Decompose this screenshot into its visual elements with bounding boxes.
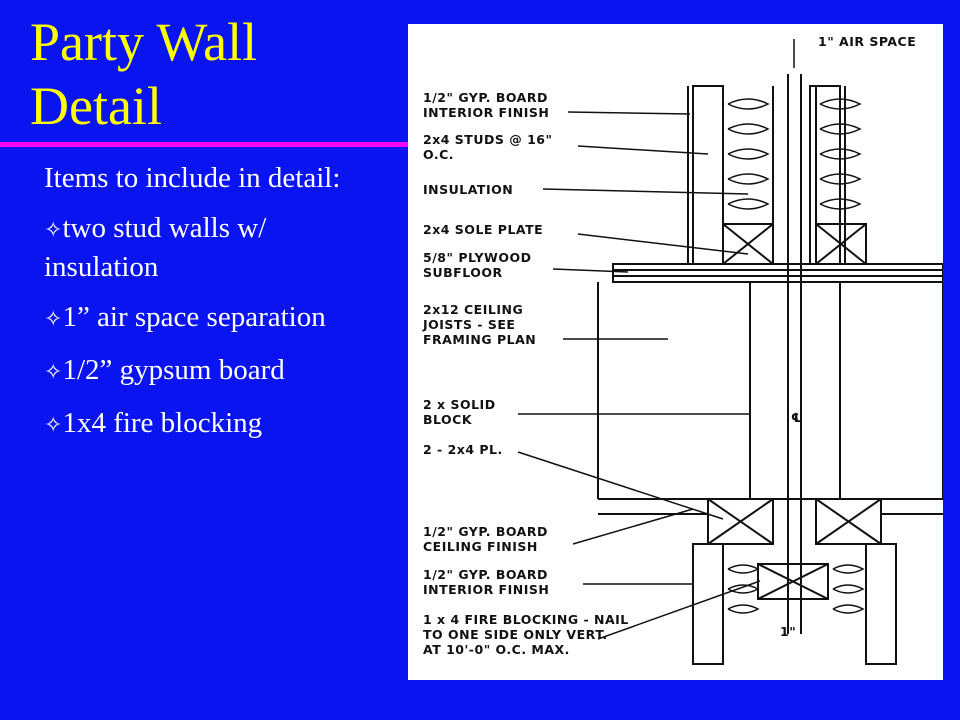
- bullet-item: ✧1/2” gypsum board: [44, 352, 364, 391]
- bullet-item: ✧two stud walls w/ insulation: [44, 210, 364, 285]
- bullet-text: 1/2” gypsum board: [62, 354, 285, 386]
- bullet-item: ✧1x4 fire blocking: [44, 405, 364, 444]
- label-studs-2: O.C.: [423, 147, 454, 162]
- centerline-symbol: ℄: [791, 410, 803, 425]
- bullet-text: 1x4 fire blocking: [62, 407, 263, 439]
- plywood-subfloor: [612, 263, 943, 283]
- label-gyp-interior-lower-2: INTERIOR FINISH: [423, 582, 549, 597]
- label-air-space-top: 1" AIR SPACE: [818, 34, 916, 49]
- title-line-1: Party Wall: [30, 12, 258, 72]
- label-gyp-ceiling-2: CEILING FINISH: [423, 539, 538, 554]
- label-fire-blocking: 1 x 4 FIRE BLOCKING - NAIL: [423, 612, 629, 627]
- label-solid-block: 2 x SOLID: [423, 397, 496, 412]
- label-plywood: 5/8" PLYWOOD: [423, 250, 531, 265]
- label-top-plate: 2 - 2x4 PL.: [423, 442, 503, 457]
- bullet-text: 1” air space separation: [62, 301, 326, 333]
- label-plywood-2: SUBFLOOR: [423, 265, 503, 280]
- left-upper-stud-wall: [692, 85, 724, 265]
- label-fire-blocking-3: AT 10'-0" O.C. MAX.: [423, 642, 570, 657]
- star-bullet-icon: ✧: [44, 360, 63, 385]
- label-gyp-interior: 1/2" GYP. BOARD: [423, 90, 548, 105]
- label-joists-3: FRAMING PLAN: [423, 332, 536, 347]
- label-studs: 2x4 STUDS @ 16": [423, 132, 552, 147]
- bullet-list: Items to include in detail: ✧two stud wa…: [44, 160, 364, 458]
- insulation-batts: [727, 98, 865, 614]
- bullet-item: ✧1” air space separation: [44, 299, 364, 338]
- label-joists-2: JOISTS - SEE: [422, 317, 515, 332]
- bullet-intro: Items to include in detail:: [44, 162, 341, 194]
- label-sole-plate: 2x4 SOLE PLATE: [423, 222, 543, 237]
- right-lower-stud-wall: [865, 543, 897, 665]
- bullet-text: two stud walls w/ insulation: [44, 212, 267, 283]
- slide-title: Party Wall Detail: [30, 10, 400, 138]
- title-line-2: Detail: [30, 76, 162, 136]
- label-gyp-interior-2: INTERIOR FINISH: [423, 105, 549, 120]
- label-solid-block-2: BLOCK: [423, 412, 473, 427]
- star-bullet-icon: ✧: [44, 218, 63, 243]
- label-joists: 2x12 CEILING: [423, 302, 523, 317]
- title-underline: [0, 142, 410, 147]
- label-insulation: INSULATION: [423, 182, 513, 197]
- leader-lines: [517, 39, 795, 640]
- label-gyp-interior-lower: 1/2" GYP. BOARD: [423, 567, 548, 582]
- label-fire-blocking-2: TO ONE SIDE ONLY VERT.: [423, 627, 608, 642]
- party-wall-section-svg: 1" AIR SPACE 1/2" GYP. BOARD INTERIOR FI…: [422, 34, 943, 665]
- star-bullet-icon: ✧: [44, 307, 63, 332]
- label-air-space-bottom: 1": [780, 624, 796, 639]
- star-bullet-icon: ✧: [44, 413, 63, 438]
- party-wall-drawing: 1" AIR SPACE 1/2" GYP. BOARD INTERIOR FI…: [408, 24, 943, 680]
- left-lower-stud-wall: [692, 543, 724, 665]
- label-gyp-ceiling: 1/2" GYP. BOARD: [423, 524, 548, 539]
